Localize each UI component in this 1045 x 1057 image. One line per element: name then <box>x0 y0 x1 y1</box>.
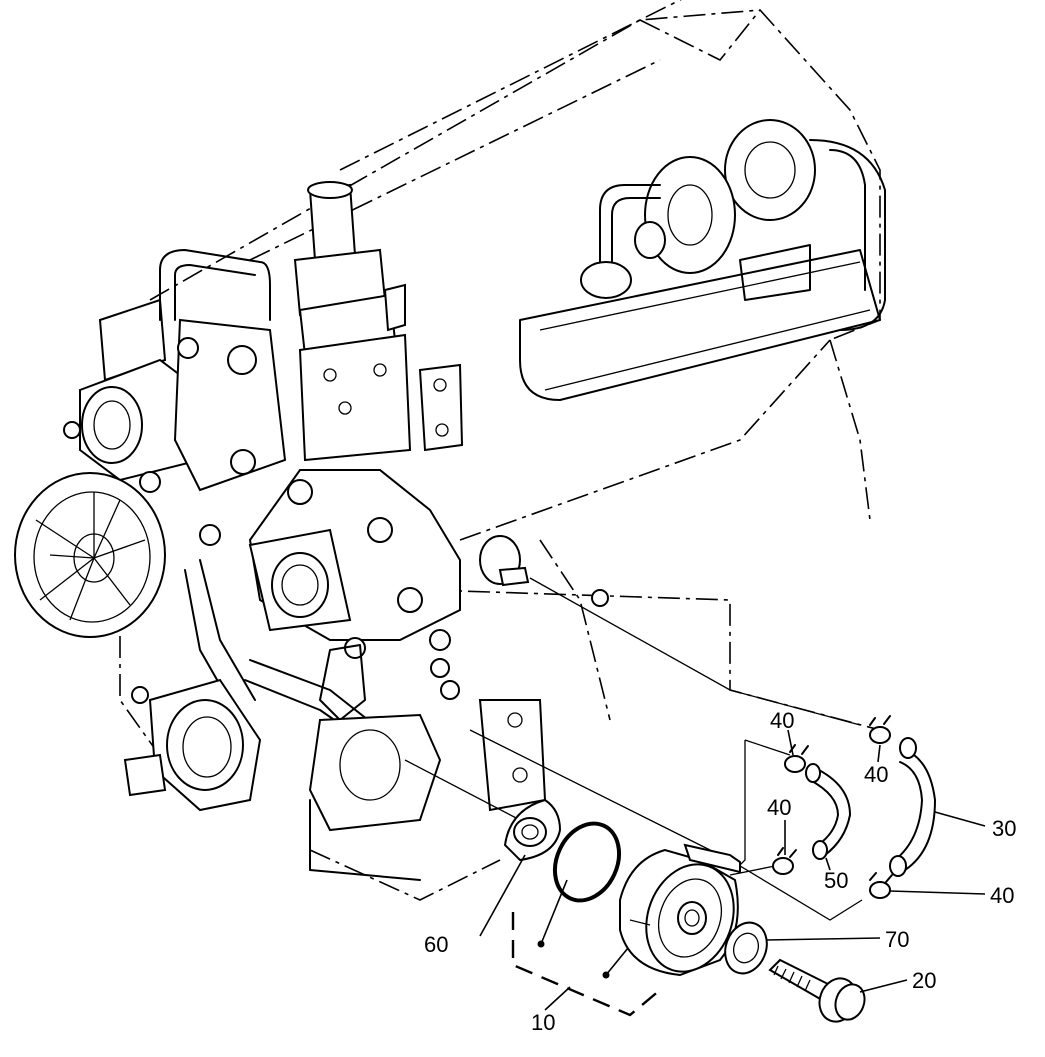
part-20-bolt <box>768 958 866 1023</box>
callout-30: 30 <box>992 816 1016 841</box>
callout-40-top-right: 40 <box>864 762 888 787</box>
lower-flange <box>123 678 547 881</box>
thermostat-housing <box>293 181 464 462</box>
part-50-hose <box>805 763 851 860</box>
callout-40-middle: 40 <box>767 795 791 820</box>
part-70-washer <box>724 921 768 975</box>
callout-40-bottom-right: 40 <box>990 883 1014 908</box>
clamp-top-right <box>869 715 891 744</box>
clamp-bottom-right <box>869 872 893 899</box>
oil-pump-housing <box>248 469 609 700</box>
callout-40-top-left: 40 <box>770 708 794 733</box>
clamp-middle <box>772 847 797 875</box>
water-pump-housing <box>63 249 287 546</box>
callout-60: 60 <box>424 932 448 957</box>
callout-70: 70 <box>885 927 909 952</box>
part-10-o-ring <box>552 821 622 903</box>
part-10-oil-cooler <box>619 843 741 977</box>
turbocharger <box>519 119 886 401</box>
clamp-top-left <box>784 744 809 773</box>
callout-50: 50 <box>824 868 848 893</box>
hose-routing-lines <box>404 577 863 921</box>
leader-lines <box>479 729 986 1011</box>
callout-10: 10 <box>531 1010 555 1035</box>
part-60-adapter <box>503 798 562 862</box>
callout-20: 20 <box>912 968 936 993</box>
callout-labels: 10 20 30 40 40 40 40 50 60 70 <box>424 708 1016 1035</box>
fan-pulley <box>14 472 166 638</box>
part-30-hose <box>889 737 936 877</box>
